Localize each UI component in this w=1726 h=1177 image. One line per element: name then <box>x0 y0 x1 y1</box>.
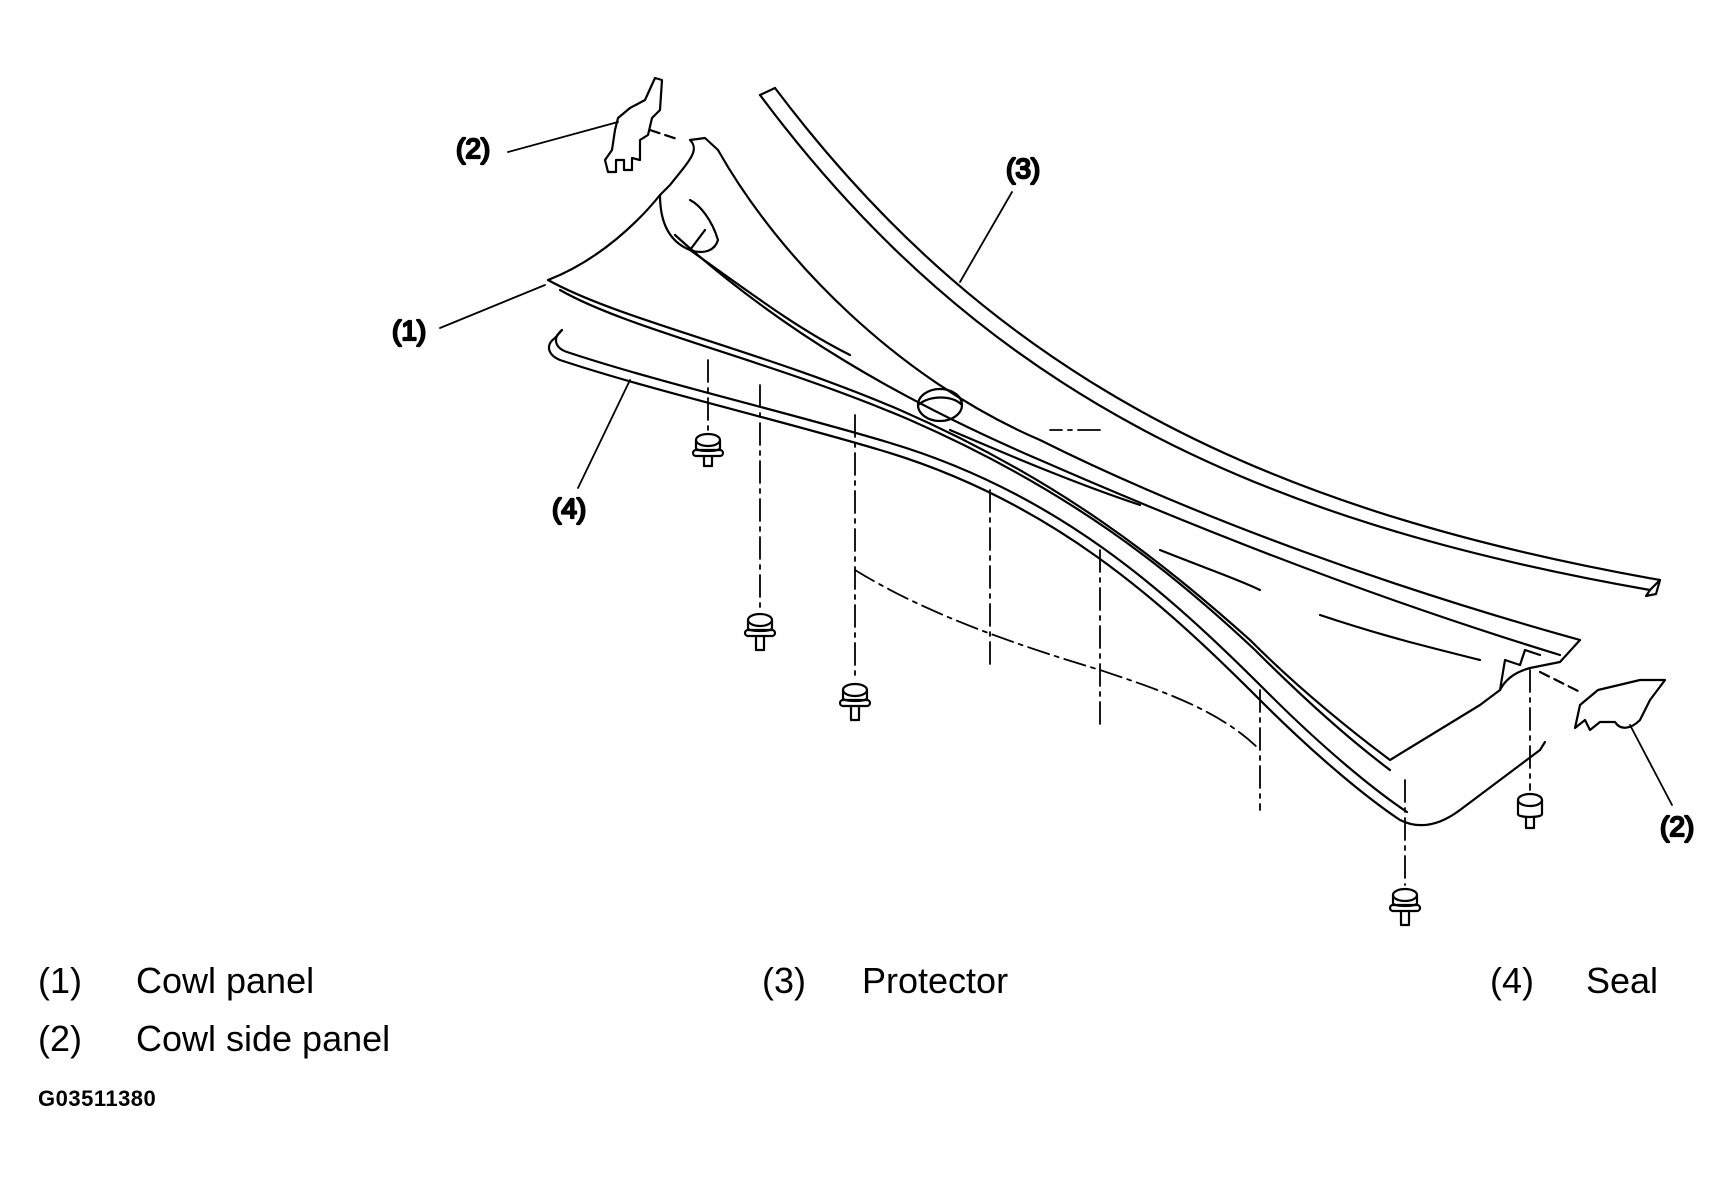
legend-num-1: (1) <box>38 960 82 1001</box>
legend-text-cowl-side-panel: Cowl side panel <box>136 1018 391 1059</box>
cowl-panel-part <box>548 138 1580 770</box>
clip-4 <box>1390 889 1420 925</box>
leader-lines <box>440 122 1672 805</box>
clip-3 <box>840 684 870 720</box>
legend-num-2: (2) <box>38 1018 82 1059</box>
callout-4: (4) <box>552 493 586 524</box>
figure-code: G03511380 <box>38 1086 157 1111</box>
legend-text-cowl-panel: Cowl panel <box>136 960 315 1001</box>
callout-3: (3) <box>1006 153 1040 184</box>
clip-2 <box>745 614 775 650</box>
callout-1: (1) <box>392 315 426 346</box>
callout-2-right: (2) <box>1660 811 1694 842</box>
legend-text-protector: Protector <box>862 960 1009 1001</box>
cowl-panel-diagram: (2) (3) (1) (4) (2) <box>391 0 1695 960</box>
legend-text-seal: Seal <box>1586 960 1659 1001</box>
cowl-side-panel-right <box>1540 672 1665 730</box>
cowl-side-panel-left <box>605 78 680 172</box>
legend-num-4: (4) <box>1490 960 1534 1001</box>
callout-2-top: (2) <box>456 133 490 164</box>
clip-1 <box>693 434 723 466</box>
seal-part <box>549 330 1545 825</box>
protector-part <box>760 88 1660 596</box>
clip-5 <box>1518 794 1542 828</box>
legend-num-3: (3) <box>762 960 806 1001</box>
mounting-lines <box>708 360 1530 885</box>
